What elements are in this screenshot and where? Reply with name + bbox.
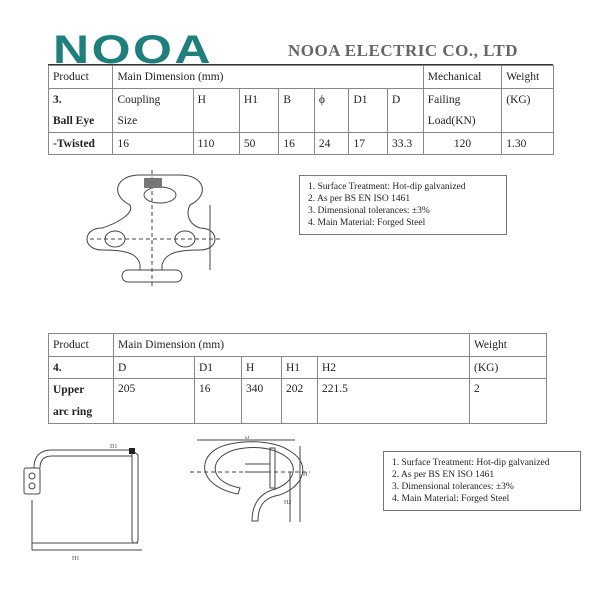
header-main-dimension: Main Dimension (mm) — [112, 65, 424, 89]
product-3-notes: 1. Surface Treatment: Hot-dip galvanized… — [299, 175, 507, 235]
company-name: NOOA ELECTRIC CO., LTD — [288, 41, 519, 60]
header-product: Product — [47, 65, 114, 89]
value-h: 340 — [241, 378, 282, 424]
col-kg: (KG) — [469, 356, 547, 379]
col-size: Size — [112, 110, 194, 133]
product-4-notes: 1. Surface Treatment: Hot-dip galvanized… — [383, 451, 581, 511]
product-name-line1: Upper — [53, 384, 85, 396]
label-d: D — [245, 436, 250, 441]
col-h: H — [192, 88, 240, 111]
value-d: 205 — [113, 378, 195, 424]
product-name-line2: -Twisted — [47, 132, 114, 155]
col-d1: D1 — [194, 356, 242, 379]
col-d: D — [386, 88, 424, 111]
header-mechanical: Mechanical — [422, 65, 503, 89]
value-h: 110 — [192, 132, 240, 155]
value-load: 120 — [422, 132, 503, 155]
value-phi: 24 — [313, 132, 350, 155]
col-d: D — [113, 356, 195, 379]
product-name-line1: Ball Eye — [47, 110, 114, 133]
note-2: 2. As per BS EN ISO 1461 — [392, 470, 495, 480]
product-number: 3. — [47, 88, 114, 111]
note-4: 4. Main Material: Forged Steel — [308, 218, 426, 228]
value-coupling: 16 — [112, 132, 194, 155]
value-h1: 50 — [238, 132, 280, 155]
header-weight: Weight — [469, 333, 547, 357]
col-b: B — [278, 88, 315, 111]
note-3: 3. Dimensional tolerances: ±3% — [308, 206, 430, 216]
product-4-table: Product Main Dimension (mm) Weight 4. D … — [48, 333, 547, 424]
note-1: 1. Surface Treatment: Hot-dip galvanized — [308, 182, 466, 192]
nooa-logo: NOOA — [53, 28, 213, 72]
product-3-table: Product Main Dimension (mm) Mechanical W… — [47, 65, 554, 155]
col-h1: H1 — [281, 356, 318, 379]
header-product: Product — [48, 333, 114, 357]
ball-eye-drawing — [86, 170, 220, 288]
label-h: H — [303, 472, 308, 478]
col-coupling: Coupling — [112, 88, 194, 111]
label-h1: H1 — [72, 556, 79, 560]
value-d1: 17 — [348, 132, 388, 155]
col-d1: D1 — [348, 88, 388, 111]
col-failing: Failing — [422, 88, 503, 111]
arc-ring-front-drawing: D H H2 — [190, 436, 310, 522]
note-3: 3. Dimensional tolerances: ±3% — [392, 482, 514, 492]
value-weight: 2 — [469, 378, 547, 424]
arc-ring-side-drawing: D1 H1 — [23, 444, 142, 560]
value-h1: 202 — [281, 378, 318, 424]
col-h2: H2 — [317, 356, 470, 379]
label-d1: D1 — [110, 444, 117, 450]
header-main-dimension: Main Dimension (mm) — [113, 333, 470, 357]
col-h: H — [241, 356, 282, 379]
value-d: 33.3 — [386, 132, 424, 155]
note-1: 1. Surface Treatment: Hot-dip galvanized — [392, 458, 550, 468]
note-4: 4. Main Material: Forged Steel — [392, 494, 510, 504]
value-h2: 221.5 — [317, 378, 470, 424]
header-divider — [48, 64, 553, 65]
col-kg: (KG) — [501, 88, 554, 111]
value-weight: 1.30 — [501, 132, 554, 155]
product-number: 4. — [48, 356, 114, 379]
value-b: 16 — [278, 132, 315, 155]
note-2: 2. As per BS EN ISO 1461 — [308, 194, 411, 204]
col-phi: ϕ — [313, 88, 350, 111]
col-load: Load(KN) — [422, 110, 503, 133]
col-h1: H1 — [238, 88, 280, 111]
label-h2: H2 — [284, 500, 291, 506]
header-weight: Weight — [501, 65, 554, 89]
value-d1: 16 — [194, 378, 242, 424]
product-name-line2: arc ring — [53, 406, 93, 418]
